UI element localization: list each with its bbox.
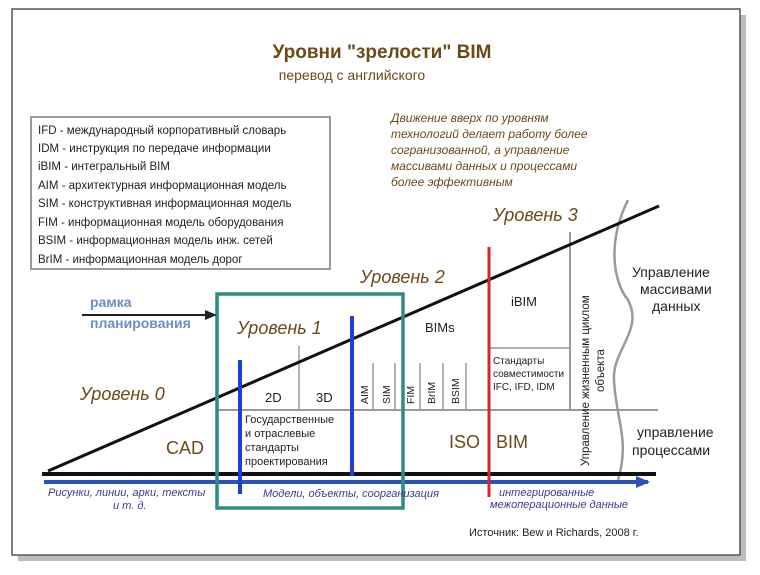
legend-item: BSIM - информационная модель инж. сетей <box>38 235 273 247</box>
gov-standards-block: Государственные и отраслевые стандарты п… <box>245 414 334 468</box>
wavy-boundary-line <box>612 199 634 481</box>
legend-item: AIM - архитектурная информационная модел… <box>38 180 287 192</box>
axis-label-left: Рисунки, линии, арки, тексты <box>48 487 205 499</box>
cell-2d: 2D <box>265 390 282 405</box>
axis-label-middle: Модели, объекты, соорганизация <box>263 488 439 500</box>
process-mgmt-label: управление процессами <box>632 424 714 458</box>
compat-standards-block: Стандарты совместимости IFC, IFD, IDM <box>493 356 564 393</box>
legend-box <box>30 116 331 270</box>
data-mgmt-line: Управление <box>632 264 710 280</box>
legend-list: IFD - международный корпоративный словар… <box>38 125 291 266</box>
lifecycle-label-object: объекта <box>595 349 607 392</box>
model-label-brim: BrIM <box>426 382 438 404</box>
note-line: согранизованной, а управление <box>391 143 570 157</box>
planning-frame <box>215 292 405 510</box>
note-line: технологий делает работу более <box>391 127 588 141</box>
note-line: массивами данных и процессами <box>391 159 577 173</box>
frame-label-line1: рамка <box>90 294 132 310</box>
model-label-aim: AIM <box>359 385 371 404</box>
cell-3d: 3D <box>316 390 333 405</box>
gov-standards-line: и отраслевые <box>245 428 315 440</box>
compat-standards-line: IFC, IFD, IDM <box>493 382 555 393</box>
level-3-label: Уровень 3 <box>492 205 578 225</box>
gov-standards-line: проектирования <box>245 456 328 468</box>
level-2-label: Уровень 2 <box>359 267 445 287</box>
cell-iso: ISO <box>449 432 480 452</box>
axis-labels: Рисунки, линии, арки, тексты и т. д. Мод… <box>48 487 628 512</box>
note-line: Движение вверх по уровням <box>389 111 549 125</box>
level-0-label: Уровень 0 <box>79 384 165 404</box>
lifecycle-label: Управление жизненным циклом <box>580 295 592 466</box>
gov-standards-line: Государственные <box>245 414 334 426</box>
model-label-sim: SIM <box>381 385 393 404</box>
model-label-fim: FIM <box>405 386 417 404</box>
compat-standards-line: Стандарты <box>493 356 544 367</box>
note-block: Движение вверх по уровням технологий дел… <box>389 111 588 189</box>
axis-label-left: и т. д. <box>113 500 146 512</box>
note-line: более эффективным <box>391 175 513 189</box>
source-citation: Источник: Bew и Richards, 2008 г. <box>469 527 639 539</box>
legend-item: BrIM - информационная модель дорог <box>38 254 243 266</box>
legend-item: SIM - конструктивная информационная моде… <box>38 198 291 210</box>
axis-label-right: интегрированные <box>499 487 594 499</box>
cell-bims: BIMs <box>425 320 455 335</box>
gov-standards-line: стандарты <box>245 442 299 454</box>
model-label-bsim: BSIM <box>450 378 462 404</box>
legend-item: iBIM - интегральный BIM <box>38 161 170 173</box>
model-labels: AIM SIM FIM BrIM BSIM <box>359 378 462 404</box>
diagram-subtitle: перевод с английского <box>279 67 426 83</box>
legend-item: IFD - международный корпоративный словар… <box>38 125 286 137</box>
cell-bim: BIM <box>496 432 528 452</box>
data-mgmt-line: массивами <box>640 281 712 297</box>
legend-item: FIM - информационная модель оборудования <box>38 217 283 229</box>
compat-standards-line: совместимости <box>493 369 564 380</box>
level-1-label: Уровень 1 <box>236 318 322 338</box>
process-mgmt-line: управление <box>637 424 714 440</box>
data-mgmt-label: Управление массивами данных <box>632 264 712 314</box>
frame-label-line2: планирования <box>90 315 191 331</box>
process-mgmt-line: процессами <box>632 442 710 458</box>
data-mgmt-line: данных <box>652 298 700 314</box>
cell-cad: CAD <box>166 438 204 458</box>
cell-ibim: iBIM <box>511 294 537 309</box>
diagram-title: Уровни "зрелости" BIM <box>273 42 492 63</box>
legend-item: IDM - инструкция по передаче информации <box>38 143 271 155</box>
axis-label-right: межоперационные данные <box>490 499 628 511</box>
